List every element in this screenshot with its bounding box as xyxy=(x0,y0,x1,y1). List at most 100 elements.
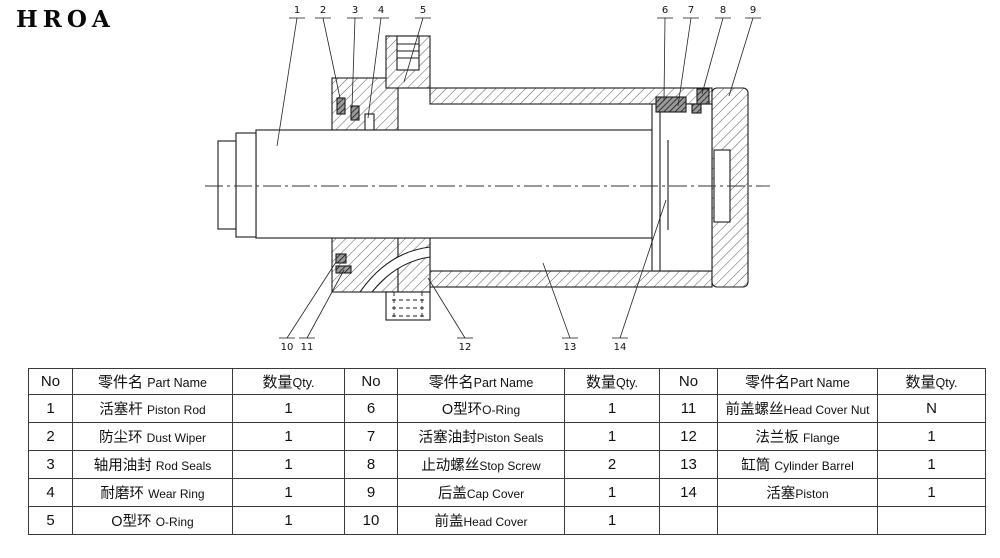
part-qty: 1 xyxy=(564,478,660,507)
piston-oring xyxy=(691,103,702,114)
callout-9: 9 xyxy=(728,5,761,97)
part-name-en: O-Ring xyxy=(482,403,521,417)
part-name-en: Cylinder Barrel xyxy=(774,459,854,473)
svg-text:9: 9 xyxy=(750,5,756,16)
head-cover-nut-detail xyxy=(335,265,352,274)
parts-table: No 零件名 Part Name 数量Qty. No 零件名Part Name … xyxy=(28,368,986,535)
part-name-cn: 活塞油封 xyxy=(418,430,477,446)
flange-curve xyxy=(358,246,431,293)
part-name-cell xyxy=(717,506,878,535)
header-qty-2: 数量Qty. xyxy=(564,368,660,395)
part-qty: 1 xyxy=(564,422,660,451)
svg-text:5: 5 xyxy=(420,5,426,16)
top-port-hole xyxy=(396,35,420,71)
header-part-en: Part Name xyxy=(473,376,534,390)
header-no-3: No xyxy=(659,368,718,395)
callout-2: 2 xyxy=(315,5,341,99)
part-no: 7 xyxy=(344,422,398,451)
part-qty: N xyxy=(877,394,986,423)
part-name-cn: 缸筒 xyxy=(741,458,771,474)
part-name-cell: O型环O-Ring xyxy=(397,394,565,423)
part-name-en: Head Cover Nut xyxy=(783,403,870,417)
wear-ring xyxy=(364,113,375,131)
part-name-en: Wear Ring xyxy=(148,487,205,501)
part-name-cell: 防尘环 Dust Wiper xyxy=(72,422,233,451)
part-qty: 1 xyxy=(232,450,345,479)
table-row: 3 轴用油封 Rod Seals 1 8 止动螺丝Stop Screw 2 13… xyxy=(28,450,986,479)
head-cover-seal xyxy=(335,253,347,264)
part-name-cell: 轴用油封 Rod Seals xyxy=(72,450,233,479)
part-qty: 2 xyxy=(564,450,660,479)
header-qty-en: Qty. xyxy=(292,376,315,390)
part-qty: 1 xyxy=(232,422,345,451)
part-name-en: O-Ring xyxy=(155,515,194,529)
table-row: 4 耐磨环 Wear Ring 1 9 后盖Cap Cover 1 14 活塞P… xyxy=(28,478,986,507)
header-part-3: 零件名Part Name xyxy=(717,368,878,395)
part-name-en: Cap Cover xyxy=(466,487,525,501)
model-title: HROA xyxy=(16,6,115,33)
part-name-cn: O型环 xyxy=(441,402,483,418)
header-part-en: Part Name xyxy=(790,376,850,390)
part-name-cn: 防尘环 xyxy=(98,430,143,446)
svg-text:7: 7 xyxy=(688,5,694,16)
header-qty-en: Qty. xyxy=(935,376,958,390)
part-name-en: Flange xyxy=(802,431,840,445)
part-name-cn: 轴用油封 xyxy=(93,458,152,474)
part-name-en: Piston xyxy=(795,487,829,501)
table-row: 2 防尘环 Dust Wiper 1 7 活塞油封Piston Seals 1 … xyxy=(28,422,986,451)
part-name-cn: 前盖螺丝 xyxy=(725,402,784,418)
part-name-cn: 法兰板 xyxy=(755,430,799,446)
part-qty: 1 xyxy=(877,450,986,479)
part-no: 4 xyxy=(28,478,73,507)
svg-text:3: 3 xyxy=(352,5,358,16)
part-name-en: Dust Wiper xyxy=(146,431,206,445)
part-name-en: Rod Seals xyxy=(155,459,212,473)
header-part-en: Part Name xyxy=(147,376,207,390)
part-qty: 1 xyxy=(232,394,345,423)
part-no: 6 xyxy=(344,394,398,423)
part-name-cn: O型环 xyxy=(111,514,152,530)
callout-8: 8 xyxy=(701,5,731,95)
part-no: 2 xyxy=(28,422,73,451)
header-part-1: 零件名 Part Name xyxy=(72,368,233,395)
part-no: 13 xyxy=(659,450,718,479)
table-row: 1 活塞杆 Piston Rod 1 6 O型环O-Ring 1 11 前盖螺丝… xyxy=(28,394,986,423)
part-name-en: Piston Rod xyxy=(146,403,206,417)
parts-list: No 零件名 Part Name 数量Qty. No 零件名Part Name … xyxy=(28,368,986,535)
callout-4: 4 xyxy=(367,5,389,119)
part-no: 10 xyxy=(344,506,398,535)
part-name-cn: 耐磨环 xyxy=(100,486,144,502)
svg-text:14: 14 xyxy=(614,342,627,353)
rod-end-step xyxy=(235,132,257,238)
svg-text:8: 8 xyxy=(720,5,726,16)
part-name-cn: 后盖 xyxy=(437,486,467,502)
callout-12: 12 xyxy=(427,277,473,353)
callout-1: 1 xyxy=(276,5,305,147)
svg-text:2: 2 xyxy=(320,5,326,16)
part-qty: 1 xyxy=(564,394,660,423)
header-qty-en: Qty. xyxy=(616,376,638,390)
part-name-cell: 法兰板 Flange xyxy=(717,422,878,451)
part-name-cell: 后盖Cap Cover xyxy=(397,478,565,507)
part-no: 9 xyxy=(344,478,398,507)
svg-text:13: 13 xyxy=(564,342,577,353)
header-qty-cn: 数量 xyxy=(585,374,616,391)
table-header-row: No 零件名 Part Name 数量Qty. No 零件名Part Name … xyxy=(28,368,986,395)
svg-text:12: 12 xyxy=(459,342,472,353)
cylinder-barrel-bottom-wall xyxy=(429,270,713,288)
bottom-port-boss xyxy=(385,291,431,321)
header-qty-1: 数量Qty. xyxy=(232,368,345,395)
part-name-cell: 活塞油封Piston Seals xyxy=(397,422,565,451)
svg-text:4: 4 xyxy=(378,5,384,16)
part-no: 11 xyxy=(659,394,718,423)
header-part-cn: 零件名 xyxy=(98,374,144,391)
part-name-cell: 活塞杆 Piston Rod xyxy=(72,394,233,423)
header-qty-cn: 数量 xyxy=(905,374,936,391)
table-row: 5 O型环 O-Ring 1 10 前盖Head Cover 1 xyxy=(28,506,986,535)
part-name-cn: 止动螺丝 xyxy=(421,458,480,474)
part-no: 14 xyxy=(659,478,718,507)
part-no: 5 xyxy=(28,506,73,535)
header-no-1: No xyxy=(28,368,73,395)
part-name-cn: 活塞 xyxy=(766,486,796,502)
callout-13: 13 xyxy=(542,262,578,353)
